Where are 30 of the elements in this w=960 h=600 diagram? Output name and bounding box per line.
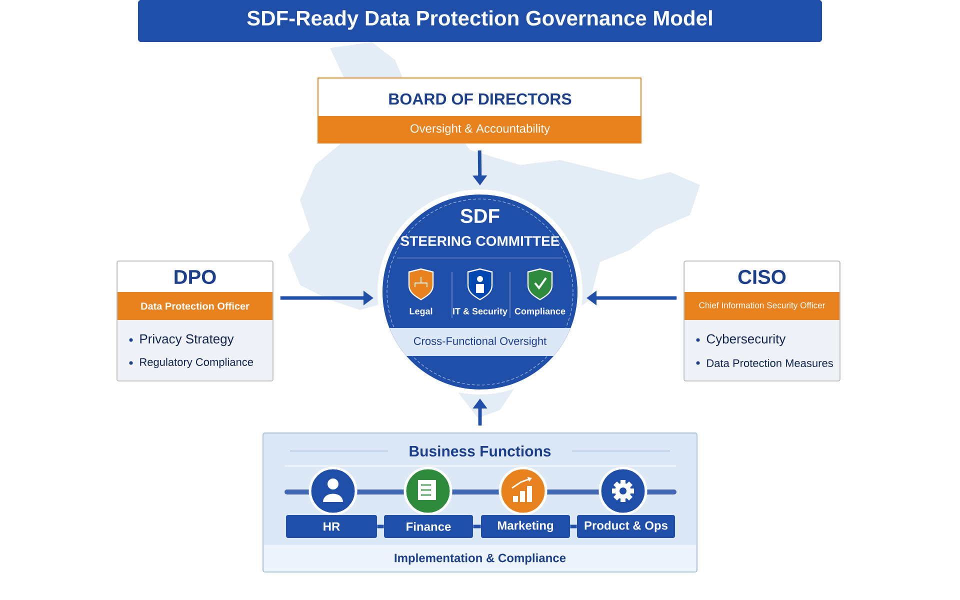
card-subtitle: Chief Information Security Officer	[699, 302, 826, 310]
role-card	[684, 260, 840, 382]
connector-line	[473, 524, 481, 528]
function-tab: Product & Ops	[577, 515, 675, 538]
circle-heading: SDF	[460, 208, 500, 224]
connector-line	[570, 524, 577, 528]
circle-subheading: STEERING COMMITTEE	[400, 236, 560, 246]
title-banner: SDF-Ready Data Protection Governance Model	[138, 0, 822, 42]
bullet-item: Cybersecurity	[696, 334, 786, 346]
connector-line	[377, 524, 384, 528]
card-heading: CISO	[738, 270, 786, 284]
function-label: Legal	[410, 308, 432, 316]
function-tab: HR	[286, 515, 377, 538]
circle-footer: Cross-Functional Oversight	[414, 336, 547, 348]
panel-footer: Implementation & Compliance	[394, 553, 566, 565]
bullet-item: Data Protection Measures	[696, 358, 833, 368]
bullet-item: Regulatory Compliance	[129, 358, 254, 368]
panel-heading: Business Functions	[410, 446, 551, 456]
role-box	[318, 78, 642, 144]
function-label: IT & Security	[453, 308, 508, 316]
committee-circle	[378, 190, 582, 394]
card-heading: DPO	[174, 270, 216, 284]
function-tab: Finance	[384, 515, 473, 538]
function-tab: Marketing	[481, 515, 570, 538]
bullet-item: Privacy Strategy	[129, 334, 234, 346]
box-heading: BOARD OF DIRECTORS	[389, 93, 572, 105]
role-card	[116, 260, 274, 382]
card-subtitle: Data Protection Officer	[141, 302, 250, 310]
box-subtitle: Oversight & Accountability	[410, 124, 550, 136]
function-label: Compliance	[514, 308, 566, 316]
